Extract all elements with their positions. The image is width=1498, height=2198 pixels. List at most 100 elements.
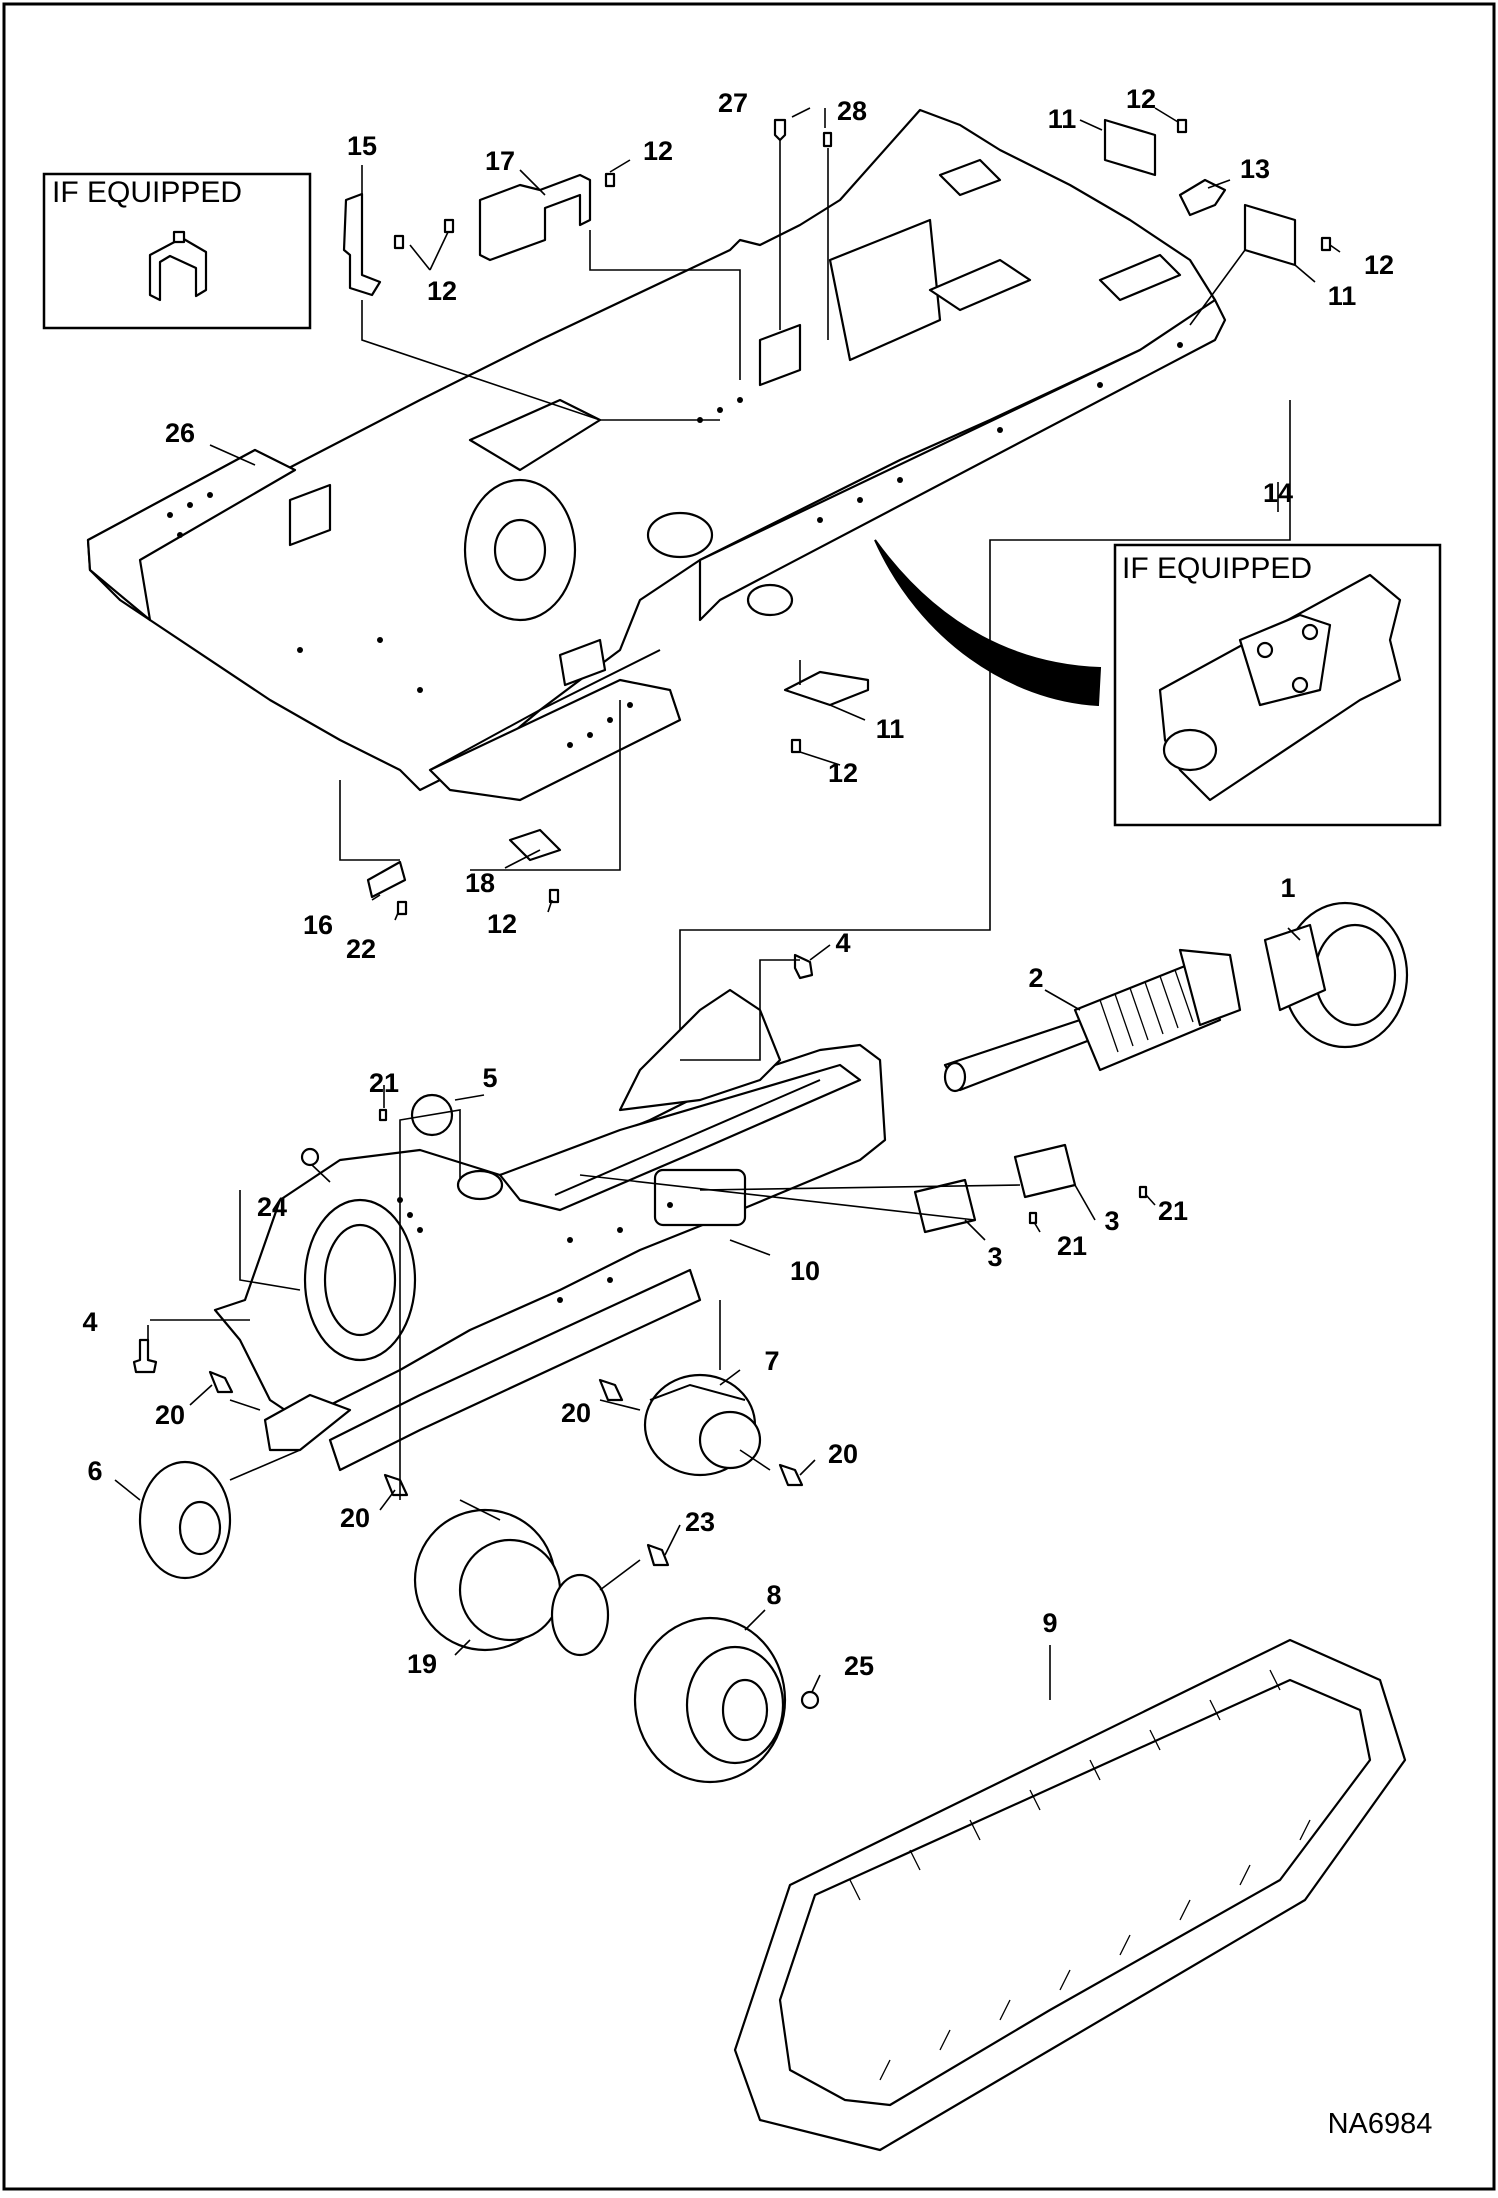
upper-frame-exploded-parts <box>342 118 1332 916</box>
callout-14: 14 <box>1263 478 1293 508</box>
plate-18 <box>508 828 562 862</box>
callout-18: 18 <box>465 868 495 898</box>
upper-frame-assembly <box>86 108 1227 802</box>
bolt-20-c <box>778 1463 804 1487</box>
callout-20: 20 <box>155 1400 185 1430</box>
motor-mount-bore <box>323 1223 397 1337</box>
nut-25 <box>800 1690 820 1710</box>
callout-22: 22 <box>346 934 376 964</box>
callout-11: 11 <box>1328 281 1357 311</box>
idler-yoke <box>1263 923 1327 1012</box>
callout-1: 1 <box>1280 873 1295 903</box>
callout-3: 3 <box>1104 1206 1119 1236</box>
cover-plate-11-right <box>1243 203 1297 267</box>
lower-leader-lines <box>114 927 1301 1700</box>
screw-21-a <box>378 1108 388 1122</box>
access-plate <box>653 1168 747 1227</box>
center-bracket <box>758 323 802 387</box>
callout-26: 26 <box>165 418 195 448</box>
rear-bracket-lower <box>263 1393 352 1452</box>
callout-11: 11 <box>1048 104 1077 134</box>
front-deck-edge <box>429 649 661 771</box>
inset-title: IF EQUIPPED <box>52 176 242 209</box>
recoil-spring <box>1073 958 1222 1072</box>
bolt-12-c <box>604 172 616 188</box>
callout-23: 23 <box>685 1507 715 1537</box>
pin-27 <box>773 118 787 142</box>
nut-24 <box>300 1147 320 1167</box>
recoil-spring-coils <box>1099 969 1194 1053</box>
plate-hole-icon <box>1301 623 1319 641</box>
plate-bore-icon <box>1162 728 1218 772</box>
recoil-cylinder-end <box>943 1061 967 1093</box>
bracket-17 <box>478 173 592 262</box>
bolt-12-d <box>1176 118 1188 134</box>
left-deck-plate <box>86 448 297 622</box>
bolt-12-a <box>393 234 405 250</box>
bolt-4-lower <box>132 1338 158 1374</box>
lower-boss <box>646 511 714 559</box>
spring-yoke <box>1178 948 1242 1027</box>
callout-17: 17 <box>485 146 515 176</box>
drive-motor-flange <box>458 1538 562 1642</box>
cover-plate-11-bottom <box>783 670 870 707</box>
callout-13: 13 <box>1240 154 1270 184</box>
inset-if-equipped-plate: IF EQUIPPED <box>1113 543 1442 827</box>
drawing-id: NA6984 <box>1328 2108 1433 2140</box>
front-idler-hub <box>1313 923 1397 1027</box>
pin-28 <box>822 131 833 148</box>
callout-20: 20 <box>561 1398 591 1428</box>
track-roller-hub <box>698 1410 762 1470</box>
left-bent-bracket <box>288 483 332 547</box>
inset-if-equipped-bracket: IF EQUIPPED <box>42 172 312 330</box>
rear-small-bracket <box>938 158 1002 197</box>
callout-7: 7 <box>764 1346 779 1376</box>
callout-24: 24 <box>257 1192 287 1222</box>
bolt-12-b <box>443 218 455 234</box>
callout-20: 20 <box>828 1439 858 1469</box>
bracket-stud-icon <box>172 230 186 244</box>
inset-title-14: IF EQUIPPED <box>1122 552 1312 585</box>
frame-seam <box>554 1079 821 1196</box>
drive-sprocket-bore <box>721 1678 769 1742</box>
track-frame-holes <box>397 1197 673 1303</box>
drive-motor-hub <box>550 1573 610 1657</box>
bracket-13 <box>1178 178 1227 217</box>
rear-roller-hub <box>178 1500 222 1556</box>
screw-21-c <box>1138 1185 1148 1199</box>
bolt-20-d <box>383 1473 409 1497</box>
swing-pivot-bore <box>493 518 547 582</box>
callout-11: 11 <box>876 714 905 744</box>
callout-21: 21 <box>1057 1231 1087 1261</box>
callout-12: 12 <box>1364 250 1394 280</box>
callout-12: 12 <box>427 276 457 306</box>
inset-frame <box>42 172 312 330</box>
callout-labels: 15 17 12 12 27 28 11 12 13 12 11 26 14 1… <box>82 84 1394 1681</box>
callout-19: 19 <box>407 1649 437 1679</box>
callout-21: 21 <box>369 1068 399 1098</box>
rubber-track-inner <box>778 1678 1372 2107</box>
right-side-rail <box>698 298 1227 622</box>
callout-10: 10 <box>790 1256 820 1286</box>
callout-16: 16 <box>303 910 333 940</box>
callout-9: 9 <box>1042 1608 1057 1638</box>
bolt-20-a <box>208 1370 234 1394</box>
bolt-12-f <box>790 738 802 754</box>
callout-21: 21 <box>1158 1196 1188 1226</box>
front-idler-bracket <box>328 1268 702 1472</box>
callout-4: 4 <box>82 1307 97 1337</box>
bolt-4-upper <box>793 953 814 980</box>
plate-hole-icon <box>1291 676 1309 694</box>
callout-6: 6 <box>87 1456 102 1486</box>
bolt-23 <box>646 1543 670 1567</box>
callout-4: 4 <box>835 928 850 958</box>
callout-27: 27 <box>718 88 748 118</box>
track-roller-flange <box>649 1383 746 1401</box>
callout-12: 12 <box>487 909 517 939</box>
detail-arrow-icon <box>874 539 1102 707</box>
callout-15: 15 <box>347 131 377 161</box>
bolt-20-b <box>598 1378 624 1402</box>
